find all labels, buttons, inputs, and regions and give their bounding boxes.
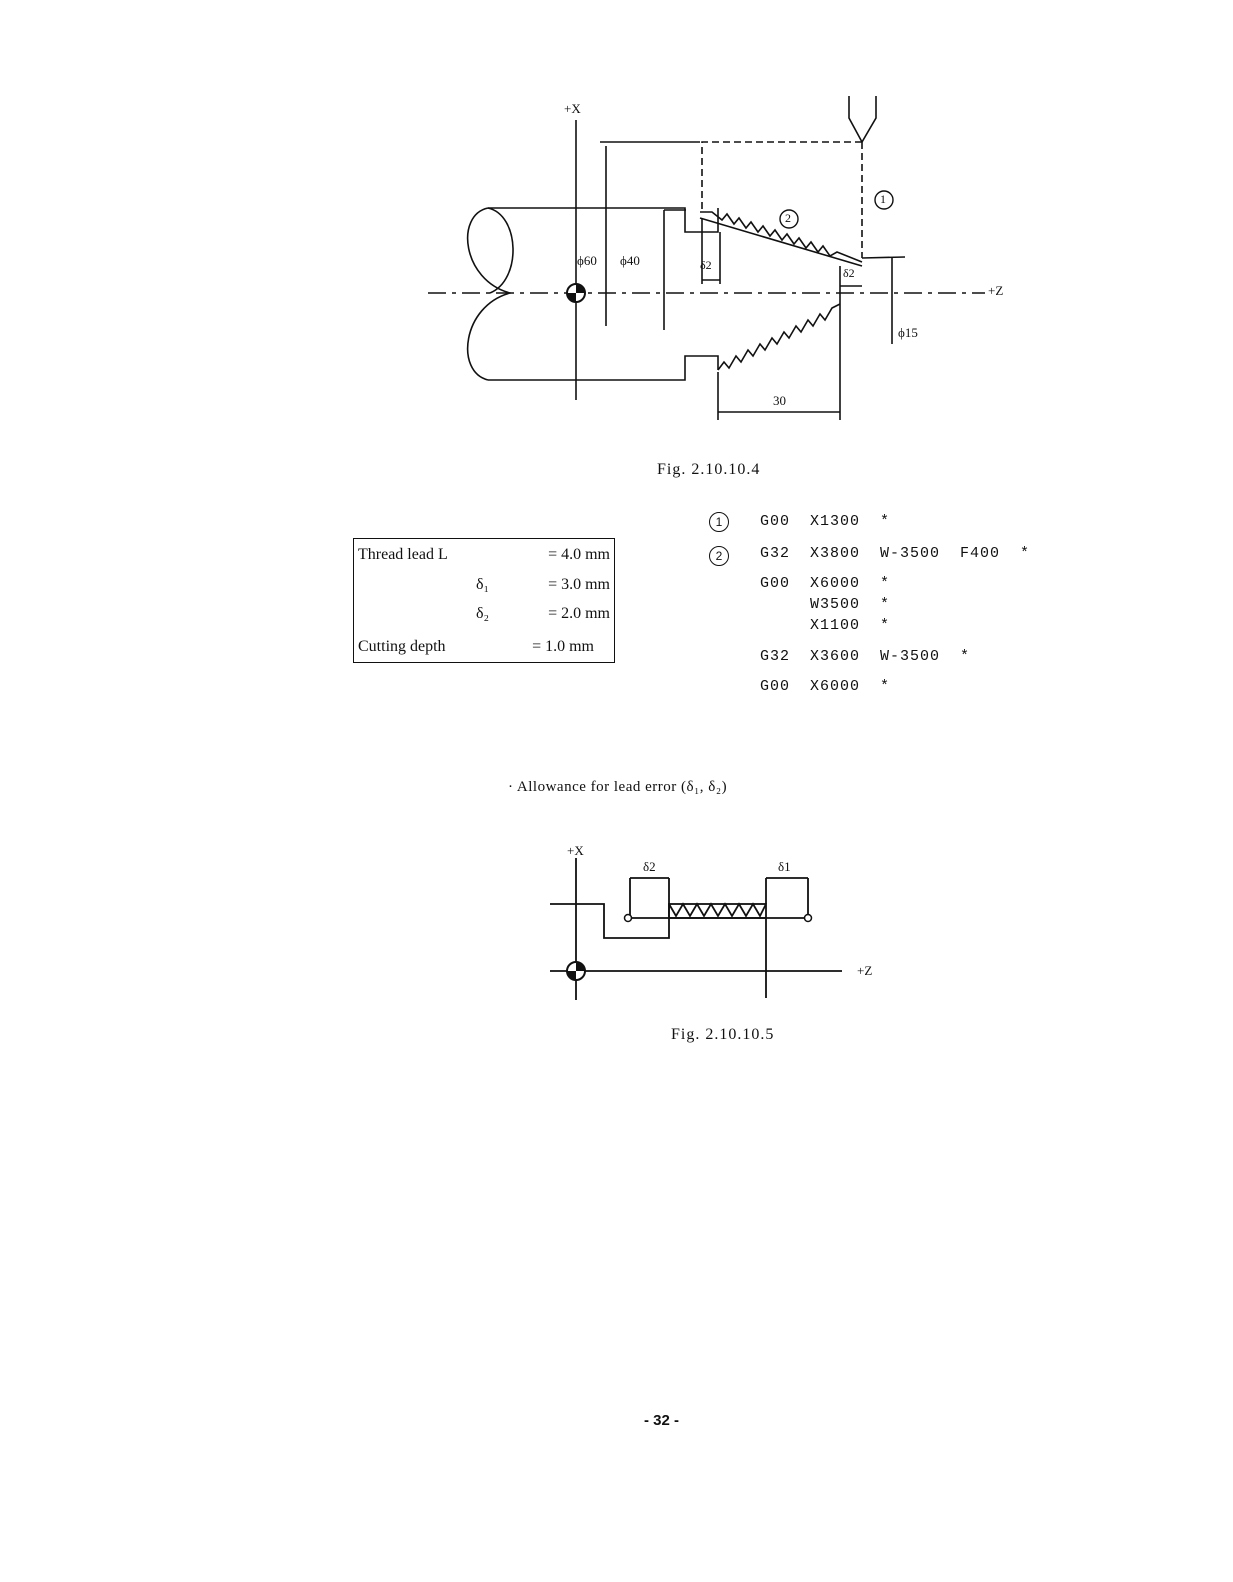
fig2-axis-z-label: +Z bbox=[857, 963, 873, 978]
path-marker-2 bbox=[779, 209, 799, 229]
fig2-origin-mark bbox=[566, 961, 586, 981]
cutting-tool bbox=[848, 96, 877, 144]
path-marker-1 bbox=[874, 190, 894, 210]
spec-value: = 2.0 mm bbox=[548, 605, 610, 622]
spec-row-cut-depth: Cutting depth = 1.0 mm bbox=[354, 635, 614, 659]
fig-2-10-10-5-drawing bbox=[550, 858, 842, 1000]
thread-bottom bbox=[717, 303, 841, 371]
program-line: G00 X1300 * bbox=[760, 513, 891, 530]
fig2-delta1-label: δ1 bbox=[778, 859, 791, 874]
program-line: G32 X3800 W-3500 F400 * bbox=[760, 545, 1031, 562]
fig1-axis-x-label: +X bbox=[564, 101, 581, 116]
program-marker-2: 2 bbox=[709, 546, 729, 566]
spec-value: = 1.0 mm bbox=[532, 638, 594, 655]
spec-key: δ₁ bbox=[476, 576, 490, 593]
dim-length-30: 30 bbox=[773, 393, 786, 408]
dim-diameter-40: ϕ40 bbox=[620, 253, 640, 268]
fig2-axis-x-label: +X bbox=[567, 843, 584, 858]
origin-mark bbox=[566, 283, 586, 303]
path-marker-1-label: 1 bbox=[880, 192, 886, 206]
workpiece-outline bbox=[488, 207, 719, 381]
program-marker-1: 1 bbox=[709, 512, 729, 532]
spec-value: = 3.0 mm bbox=[548, 576, 610, 593]
page-number: - 32 - bbox=[644, 1412, 680, 1429]
spec-key: δ₂ bbox=[476, 605, 490, 622]
path-marker-2-label: 2 bbox=[785, 211, 791, 225]
spec-key: Cutting depth bbox=[358, 638, 446, 655]
workpiece-break bbox=[466, 207, 514, 381]
delta2-label-right: δ2 bbox=[843, 266, 855, 280]
spec-value: = 4.0 mm bbox=[548, 546, 610, 563]
fig2-profile bbox=[550, 903, 670, 939]
lead-error-note: · Allowance for lead error (δ₁, δ₂) bbox=[508, 779, 728, 795]
fig2-delta2-label: δ2 bbox=[643, 859, 656, 874]
fig2-caption: Fig. 2.10.10.5 bbox=[671, 1026, 775, 1043]
thread-top bbox=[700, 211, 863, 263]
program-line: X1100 * bbox=[760, 617, 891, 634]
spec-row-delta1: δ₁ = 3.0 mm bbox=[354, 573, 614, 597]
dim-diameter-60: ϕ60 bbox=[577, 253, 597, 268]
delta2-label-left: δ2 bbox=[700, 258, 712, 272]
fig1-axis-z-label: +Z bbox=[988, 283, 1004, 298]
program-line: G32 X3600 W-3500 * bbox=[760, 648, 971, 665]
tool-path bbox=[701, 141, 863, 258]
fig1-caption: Fig. 2.10.10.4 bbox=[657, 461, 761, 478]
fig-2-10-10-4-drawing bbox=[428, 96, 985, 420]
thread-spec-table: Thread lead L = 4.0 mm δ₁ = 3.0 mm δ₂ = … bbox=[353, 538, 615, 663]
spec-key: Thread lead L bbox=[358, 546, 448, 563]
spec-row-lead: Thread lead L = 4.0 mm bbox=[354, 543, 614, 567]
dim-diameter-15: ϕ15 bbox=[898, 325, 918, 340]
program-line: G00 X6000 * bbox=[760, 575, 891, 592]
program-line: G00 X6000 * bbox=[760, 678, 891, 695]
program-line: W3500 * bbox=[760, 596, 891, 613]
spec-row-delta2: δ₂ = 2.0 mm bbox=[354, 602, 614, 626]
